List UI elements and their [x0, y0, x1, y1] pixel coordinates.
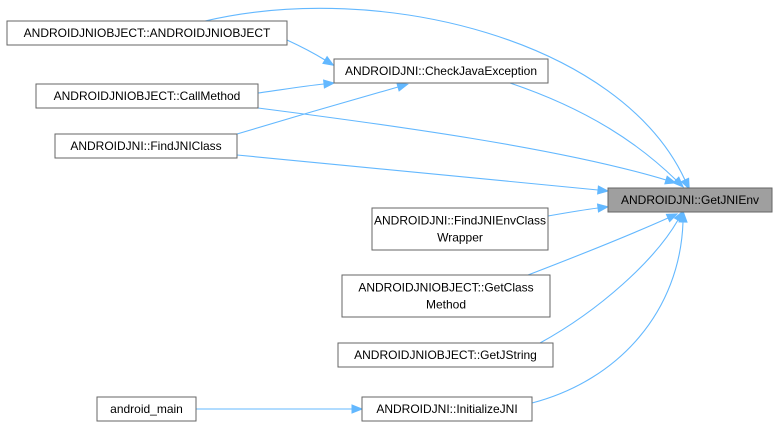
node-label-callmethod: ANDROIDJNIOBJECT::CallMethod [54, 89, 241, 103]
arrowhead-checkjava-to-getjnienv [672, 176, 685, 188]
edge-initjni-to-getjnienv [531, 221, 684, 404]
node-label-getjstring: ANDROIDJNIOBJECT::GetJString [354, 348, 537, 362]
edge-ctor-to-checkjava [286, 39, 326, 61]
edge-getclassmethod-to-getjnienv [527, 217, 669, 276]
arrowhead-callmethod-to-checkjava [323, 79, 336, 89]
node-initjni[interactable]: ANDROIDJNI::InitializeJNI [361, 396, 533, 422]
node-ctor[interactable]: ANDROIDJNIOBJECT::ANDROIDJNIOBJECT [6, 20, 288, 46]
node-box-getjstring [337, 342, 554, 368]
arrowhead-ctor-to-checkjava [322, 55, 335, 66]
node-label-initjni: ANDROIDJNI::InitializeJNI [376, 402, 517, 416]
arrowhead-findjniclass-to-checkjava [396, 82, 409, 92]
node-label-checkjava: ANDROIDJNI::CheckJavaException [345, 64, 537, 78]
node-findjniclass[interactable]: ANDROIDJNI::FindJNIClass [54, 133, 238, 159]
edge-findjniclass-to-checkjava [236, 86, 399, 135]
node-box-findjniclass [54, 133, 238, 159]
node-layer: ANDROIDJNI::GetJNIEnv ANDROIDJNIOBJECT::A… [6, 20, 773, 422]
edge-checkjava-to-getjnienv [509, 82, 677, 181]
node-label-findjniclass: ANDROIDJNI::FindJNIClass [70, 139, 221, 153]
node-box-getclassmethod [341, 274, 551, 318]
node-box-findenvwrapper [371, 207, 549, 251]
node-box-ctor [6, 20, 288, 46]
edge-findenvwrapper-to-getjnienv [547, 207, 599, 217]
edge-findjniclass-to-getjnienv [236, 154, 599, 191]
edge-getjstring-to-getjnienv [539, 219, 679, 344]
node-label-ctor: ANDROIDJNIOBJECT::ANDROIDJNIOBJECT [24, 26, 271, 40]
node-androidmain[interactable]: android_main [96, 396, 197, 422]
node-getjnienv[interactable]: ANDROIDJNI::GetJNIEnv [607, 187, 773, 213]
edge-callmethod-to-getjnienv [257, 107, 667, 181]
node-box-androidmain [96, 396, 197, 422]
node-box-callmethod [35, 83, 259, 109]
arrowhead-ctor-to-getjnienv [680, 177, 690, 191]
node-label-getclassmethod-line2: Method [426, 298, 466, 312]
arrowhead-getclassmethod-to-getjnienv [665, 213, 679, 223]
node-label-getclassmethod-line1: ANDROIDJNIOBJECT::GetClass [358, 281, 533, 295]
arrowhead-androidmain-to-initjni [351, 404, 364, 414]
node-box-getjnienv [607, 187, 773, 213]
node-box-checkjava [333, 58, 549, 84]
arrowhead-findenvwrapper-to-getjnienv [596, 203, 610, 213]
arrowhead-findjniclass-to-getjnienv [597, 185, 610, 195]
node-box-initjni [361, 396, 533, 422]
node-label-findenvwrapper-line2: Wrapper [437, 231, 483, 245]
node-callmethod[interactable]: ANDROIDJNIOBJECT::CallMethod [35, 83, 259, 109]
edge-ctor-to-getjnienv [204, 7, 686, 181]
arrowhead-callmethod-to-getjnienv [664, 175, 677, 185]
node-label-getjnienv: ANDROIDJNI::GetJNIEnv [621, 193, 759, 207]
edge-callmethod-to-checkjava [257, 83, 325, 94]
edge-layer [196, 7, 690, 414]
node-label-findenvwrapper-line1: ANDROIDJNI::FindJNIEnvClass [374, 214, 546, 228]
node-checkjava[interactable]: ANDROIDJNI::CheckJavaException [333, 58, 549, 84]
node-label-androidmain: android_main [110, 402, 183, 416]
arrowhead-initjni-to-getjnienv [678, 210, 688, 223]
node-getjstring[interactable]: ANDROIDJNIOBJECT::GetJString [337, 342, 554, 368]
